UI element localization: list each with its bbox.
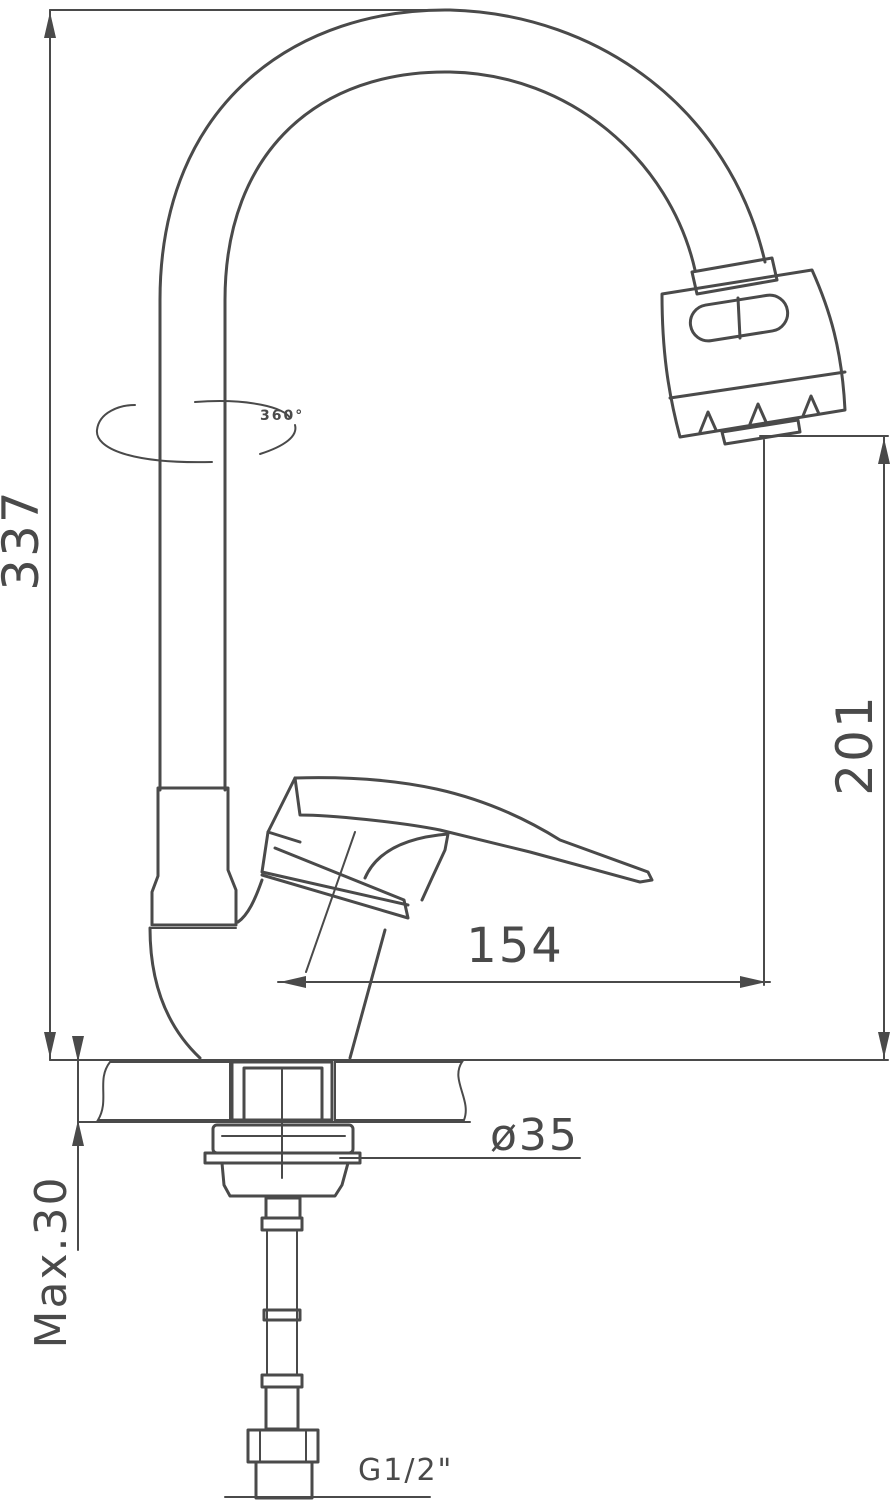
- label-spout-height: 201: [826, 694, 884, 795]
- countertop-section: [49, 1059, 889, 1123]
- flexible-hose: [246, 1196, 320, 1500]
- mounting-shank: [203, 1060, 362, 1198]
- label-spout-reach: 154: [466, 918, 564, 974]
- faucet-body: [148, 786, 387, 1060]
- label-total-height: 337: [0, 489, 50, 590]
- aerator-head: [660, 256, 847, 446]
- dimension-spout-reach: 154: [277, 439, 771, 988]
- dimension-max-thickness: Max.30: [26, 1036, 84, 1348]
- dimension-total-height: 337: [0, 9, 441, 1061]
- label-max-thickness: Max.30: [26, 1176, 77, 1349]
- dimension-base-diameter: ø35: [339, 1110, 581, 1161]
- label-base-diameter: ø35: [490, 1110, 579, 1161]
- dimension-spout-height: 201: [759, 435, 890, 1061]
- label-thread: G1/2": [358, 1453, 453, 1488]
- gooseneck-spout: [158, 8, 767, 792]
- lever-handle: [260, 776, 654, 973]
- dimension-thread: G1/2": [224, 1453, 453, 1498]
- rotation-360-symbol: 360°: [95, 400, 304, 464]
- label-rotation: 360°: [260, 408, 304, 424]
